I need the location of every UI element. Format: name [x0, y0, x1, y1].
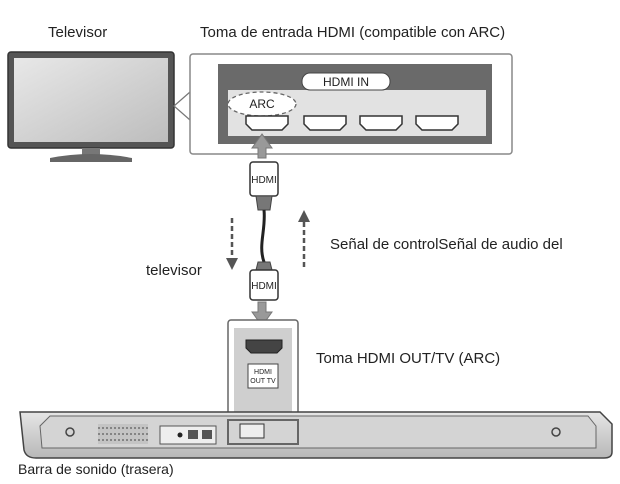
hdmi-port-1: [245, 115, 289, 131]
hdmi-port-3: [359, 115, 403, 131]
hdmi-out-panel: [227, 319, 299, 427]
soundbar-port-label-line1: HDMI: [254, 369, 272, 376]
hdmi-in-label: HDMI IN: [323, 75, 369, 89]
hdmi-input-label: Toma de entrada HDMI (compatible con ARC…: [200, 24, 506, 41]
cable-plug-bottom-label: HDMI: [251, 281, 277, 292]
tv-audio-signal-arrow-icon: [226, 218, 238, 270]
cable-plug-top-label: HDMI: [251, 175, 277, 186]
insert-arrow-top-icon: [251, 133, 273, 159]
control-signal-arrow-icon: [298, 210, 310, 268]
control-signal-label: Señal de controlSeñal de audio del: [330, 236, 563, 253]
soundbar-label: Barra de sonido (trasera): [18, 461, 174, 477]
hdmi-port-4: [415, 115, 459, 131]
hdmi-input-panel: [189, 53, 513, 155]
tv-audio-label: televisor: [146, 262, 202, 279]
soundbar-vent: [98, 424, 148, 444]
hdmi-cable: [249, 161, 279, 301]
callout-pointer: [173, 90, 191, 122]
arc-label: ARC: [249, 97, 275, 111]
cable-plug-bottom: [249, 269, 279, 301]
soundbar-illustration: [19, 411, 613, 459]
soundbar-port-label-line2: OUT TV: [250, 378, 276, 385]
hdmi-port-2: [303, 115, 347, 131]
hdmi-out-label: Toma HDMI OUT/TV (ARC): [316, 350, 501, 367]
tv-label: Televisor: [48, 24, 108, 41]
tv-illustration: [7, 51, 175, 162]
